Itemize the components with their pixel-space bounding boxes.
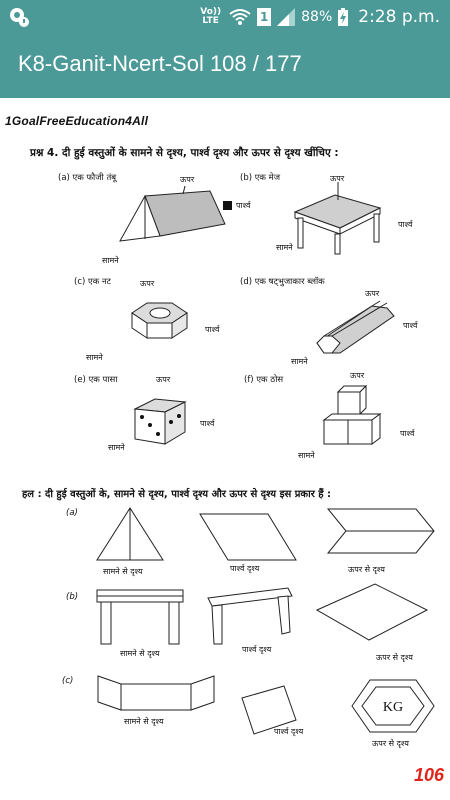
app-title: K8-Ganit-Ncert-Sol 108 / 177 (18, 51, 302, 76)
dice-figure (133, 398, 187, 445)
item-d-side-label: पार्श्व (403, 321, 418, 330)
status-bar: Vo)) LTE 1 88% 2:28 p.m. (0, 0, 450, 34)
solution-b-top-view (315, 583, 429, 641)
battery-percent: 88% (301, 9, 333, 25)
item-d-label: (d) एक षट्भुजाकार ब्लॉक (240, 277, 325, 287)
item-a-label: (a) एक फौजी तंबू (58, 173, 117, 183)
solution-b-front-label: सामने से दृश्य (120, 649, 160, 658)
network-indicator: Vo)) LTE (200, 7, 222, 26)
solution-a-front-label: सामने से दृश्य (103, 567, 143, 576)
item-e-label: (e) एक पासा (74, 375, 118, 385)
nut-figure (131, 302, 188, 339)
item-c-label: (c) एक नट (74, 277, 111, 287)
solution-c-side-view (241, 685, 297, 735)
item-b-label: (b) एक मेज (240, 173, 281, 183)
item-b-front-label: सामने (276, 243, 293, 252)
item-c-front-label: सामने (86, 353, 103, 362)
solution-intro: हल : दी हुई वस्तुओं के, सामने से दृश्य, … (22, 489, 332, 500)
item-a-side-label: पार्श्व (236, 201, 251, 210)
item-f-top-label: ऊपर (350, 371, 365, 380)
watermark: 1GoalFreeEducation4All (5, 114, 149, 128)
item-b-top-label: ऊपर (330, 174, 345, 183)
solution-a-side-label: पार्श्व दृश्य (230, 564, 260, 573)
document-page[interactable]: 1GoalFreeEducation4All प्रश्न 4. दी हुई … (0, 98, 450, 800)
hexagonal-block-figure (316, 300, 395, 354)
solution-a-label: (a) (66, 508, 78, 518)
solution-a-side-view (199, 513, 297, 561)
nut-kg-text: KG (383, 700, 403, 715)
question-text: प्रश्न 4. दी हुई वस्तुओं के सामने से दृश… (30, 147, 339, 159)
item-c-top-label: ऊपर (140, 279, 155, 288)
solution-c-top-view: KG (351, 679, 435, 733)
clock: 2:28 p.m. (358, 7, 440, 27)
solution-b-side-view (207, 587, 293, 645)
wifi-icon (229, 9, 251, 25)
solution-b-label: (b) (66, 592, 79, 602)
item-e-front-label: सामने (108, 443, 125, 452)
item-f-label: (f) एक ठोस (244, 375, 284, 385)
solution-b-top-label: ऊपर से दृश्य (376, 653, 413, 662)
item-a-top-label: ऊपर (180, 175, 195, 184)
page-number: 106 (413, 765, 444, 785)
table-figure (293, 182, 382, 255)
solution-b-side-label: पार्श्व दृश्य (242, 645, 272, 654)
battery-charging-icon (338, 8, 349, 26)
solution-c-front-view (97, 675, 215, 711)
item-f-side-label: पार्श्व (400, 429, 415, 438)
solution-c-label: (c) (62, 676, 74, 686)
item-d-top-label: ऊपर (365, 289, 380, 298)
item-b-side-label: पार्श्व (398, 220, 413, 229)
solution-c-side-label: पार्श्व दृश्य (274, 727, 304, 736)
solution-a-top-view (326, 508, 435, 554)
signal-icon (277, 8, 296, 26)
item-e-top-label: ऊपर (156, 375, 171, 384)
item-e-side-label: पार्श्व (200, 419, 215, 428)
solution-c-top-label: ऊपर से दृश्य (372, 739, 409, 748)
solution-a-front-view (96, 507, 164, 561)
notification-icon (10, 8, 29, 27)
item-f-front-label: सामने (298, 451, 315, 460)
tent-figure (119, 185, 232, 242)
item-c-side-label: पार्श्व (205, 325, 220, 334)
app-bar: K8-Ganit-Ncert-Sol 108 / 177 (0, 34, 450, 98)
solution-c-front-label: सामने से दृश्य (124, 717, 164, 726)
item-d-front-label: सामने (291, 357, 308, 366)
solution-a-top-label: ऊपर से दृश्य (348, 565, 385, 574)
item-a-front-label: सामने (102, 256, 119, 265)
solution-b-front-view (96, 589, 184, 645)
status-icons: Vo)) LTE 1 88% 2:28 p.m. (200, 5, 440, 29)
solid-figure (322, 384, 382, 445)
sim-icon: 1 (257, 8, 272, 26)
